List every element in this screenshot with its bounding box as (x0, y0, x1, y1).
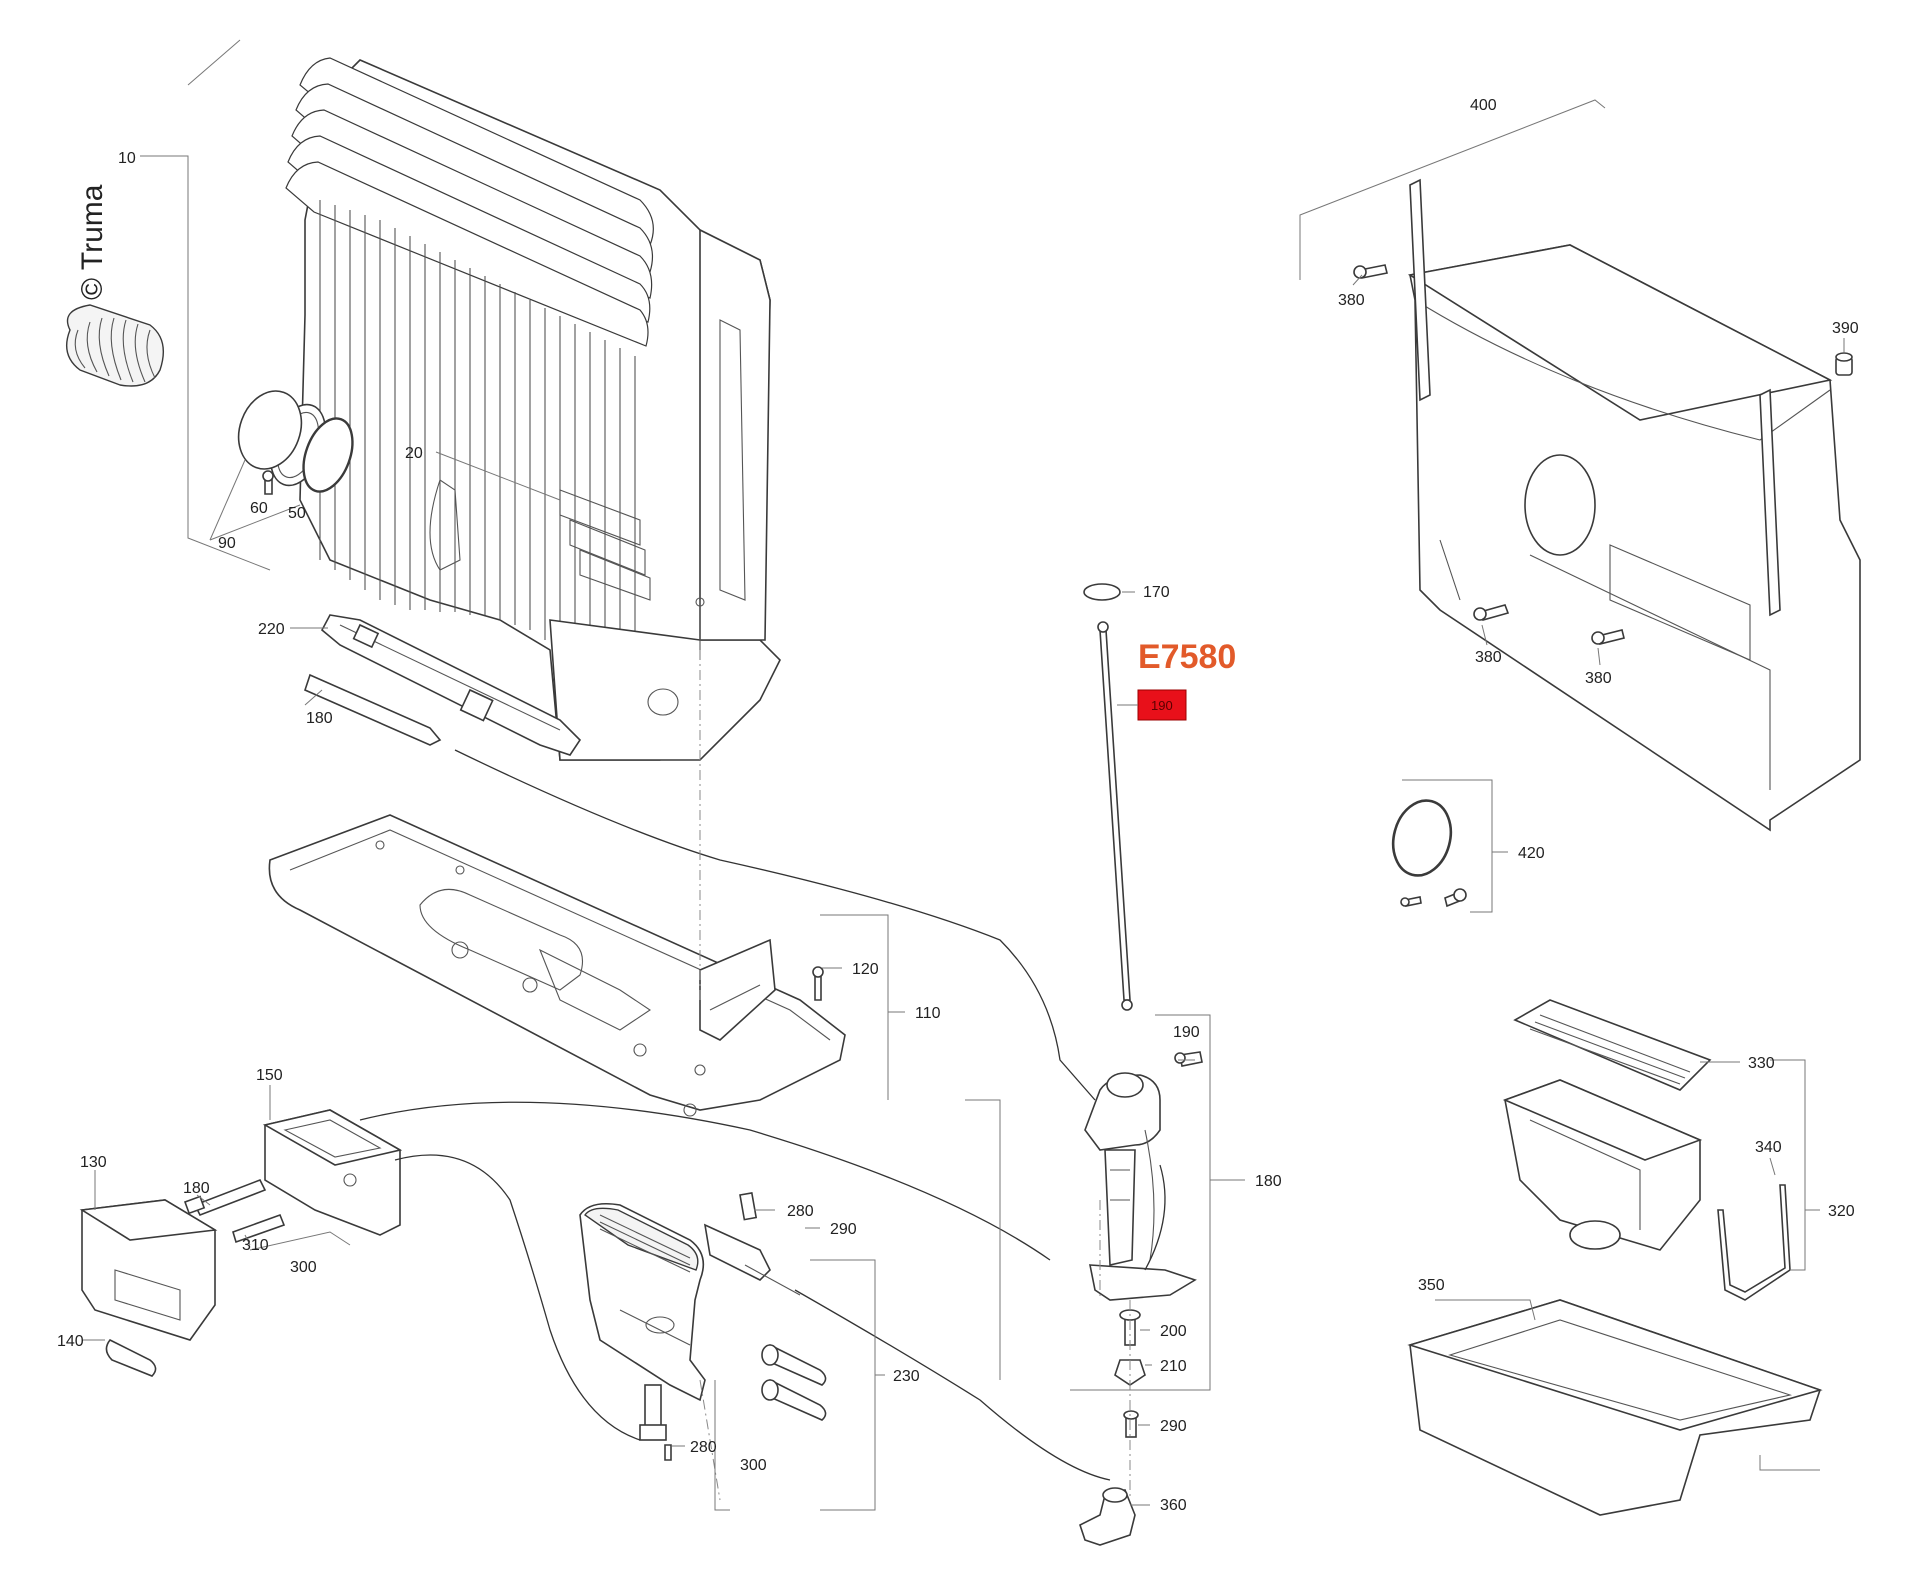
part-140-knob[interactable] (105, 1338, 157, 1377)
label-60: 60 (250, 500, 268, 517)
label-300-right: 300 (740, 1457, 767, 1474)
part-380-screw-c[interactable] (1591, 629, 1625, 645)
part-190-screw[interactable] (1174, 1051, 1203, 1067)
part-180-gas-valve[interactable] (1084, 1072, 1197, 1301)
part-60-screw[interactable] (262, 470, 274, 495)
label-230: 230 (893, 1368, 920, 1385)
label-50: 50 (288, 505, 306, 522)
label-330: 330 (1748, 1055, 1775, 1072)
label-320: 320 (1828, 1203, 1855, 1220)
label-420: 420 (1518, 845, 1545, 862)
label-130: 130 (80, 1154, 107, 1171)
part-330-grille[interactable] (1513, 999, 1712, 1091)
highlight-badge-label: 190 (1151, 698, 1173, 713)
part-380-screw-b[interactable] (1473, 604, 1510, 621)
part-230-burner[interactable] (579, 1202, 706, 1402)
part-150-control-housing[interactable] (262, 1109, 403, 1236)
part-90-seal[interactable] (228, 382, 312, 478)
part-electrode[interactable] (639, 1384, 672, 1461)
label-360: 360 (1160, 1497, 1187, 1514)
label-340: 340 (1755, 1139, 1782, 1156)
part-310-connector[interactable] (232, 1213, 286, 1244)
part-190-thermocouple-rod[interactable] (1097, 621, 1133, 1011)
label-290-lower: 290 (1160, 1418, 1187, 1435)
label-170: 170 (1143, 584, 1170, 601)
part-110-base-plate[interactable] (268, 814, 846, 1117)
part-10-heat-exchanger[interactable] (285, 57, 781, 761)
part-170-oring[interactable] (1083, 583, 1121, 601)
label-400: 400 (1470, 97, 1497, 114)
part-400-casing[interactable] (1407, 178, 1861, 832)
part-290-nipple[interactable] (1123, 1410, 1139, 1438)
part-290-ignition[interactable] (703, 1191, 801, 1296)
part-420-ring-kit[interactable] (1385, 794, 1467, 908)
part-340-clip[interactable] (1717, 1184, 1791, 1301)
label-310: 310 (242, 1237, 269, 1254)
label-280-lower: 280 (690, 1439, 717, 1456)
part-360-elbow[interactable] (1079, 1487, 1136, 1546)
label-180-lower: 180 (183, 1180, 210, 1197)
label-220: 220 (258, 621, 285, 638)
part-390-cap[interactable] (1835, 352, 1853, 376)
label-180-right: 180 (1255, 1173, 1282, 1190)
label-10: 10 (118, 150, 136, 167)
brand-text: © Truma (76, 184, 109, 300)
label-120: 120 (852, 961, 879, 978)
label-380-c: 380 (1585, 670, 1612, 687)
part-180-thermocouple-upper[interactable] (304, 673, 442, 746)
label-290-upper: 290 (830, 1221, 857, 1238)
label-280-upper: 280 (787, 1203, 814, 1220)
label-20: 20 (405, 445, 423, 462)
leader-lines (83, 39, 1845, 1511)
part-180-thermocouple-lower[interactable] (183, 1178, 267, 1217)
part-380-screw-a[interactable] (1353, 264, 1388, 279)
label-380-b: 380 (1475, 649, 1502, 666)
label-90: 90 (218, 535, 236, 552)
label-200: 200 (1160, 1323, 1187, 1340)
highlight-badge[interactable]: 190 (1137, 689, 1187, 721)
label-210: 210 (1160, 1358, 1187, 1375)
part-350-bottom-cover[interactable] (1407, 1299, 1823, 1516)
label-300-left: 300 (290, 1259, 317, 1276)
part-320-tray[interactable] (1502, 1079, 1703, 1251)
label-110: 110 (915, 1005, 941, 1022)
callout-labels: 10 20 50 60 90 110 120 130 140 150 170 1… (57, 97, 1859, 1514)
label-390: 390 (1832, 320, 1859, 337)
part-ignition-pins[interactable] (761, 1344, 827, 1421)
axis-lines (699, 650, 1131, 1501)
label-350: 350 (1418, 1277, 1445, 1294)
label-190: 190 (1173, 1024, 1200, 1041)
label-380-a: 380 (1338, 292, 1365, 309)
part-hose[interactable] (66, 304, 164, 387)
part-120-screw[interactable] (812, 966, 824, 1001)
label-140: 140 (57, 1333, 84, 1350)
cable-lines (359, 749, 1166, 1481)
label-180-upper: 180 (306, 710, 333, 727)
part-130-control-panel[interactable] (79, 1199, 218, 1341)
label-150: 150 (256, 1067, 283, 1084)
part-210-nut[interactable] (1114, 1359, 1146, 1386)
part-220-bracket[interactable] (320, 614, 582, 756)
highlight-code: E7580 (1138, 638, 1236, 676)
